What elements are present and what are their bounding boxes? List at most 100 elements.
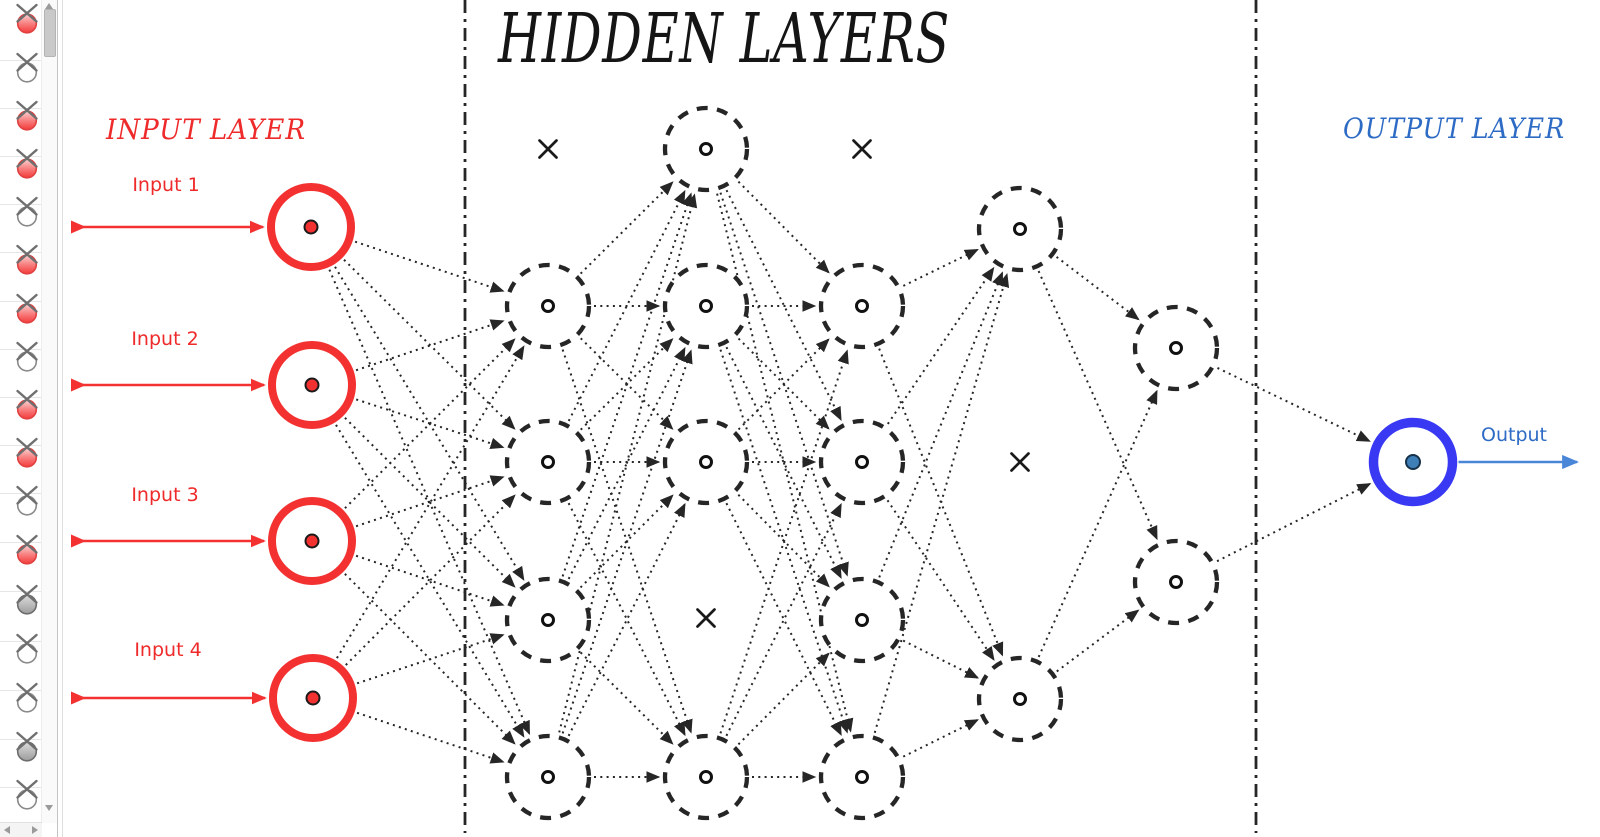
icon-list-separator <box>0 690 42 691</box>
scroll-left-arrow-icon[interactable] <box>4 826 10 834</box>
hidden-node-3-4[interactable] <box>818 733 906 821</box>
input-node-center-dot[interactable] <box>304 533 320 549</box>
hidden-node-3-1[interactable] <box>818 262 906 350</box>
hidden-node-center-dot[interactable] <box>699 142 713 156</box>
hidden-node-2-2[interactable] <box>662 262 750 350</box>
edge-h2-to-h3 <box>719 349 849 734</box>
circle-object-icon-red[interactable] <box>12 147 42 180</box>
circle-object-icon-white[interactable] <box>12 484 42 517</box>
hidden-node-center-dot[interactable] <box>699 455 713 469</box>
input-node-center-dot[interactable] <box>305 690 321 706</box>
hidden-node-4-2[interactable] <box>976 655 1064 743</box>
hidden-node-2-1[interactable] <box>662 105 750 193</box>
circle-object-icon-white[interactable] <box>12 632 42 665</box>
input-node-3[interactable] <box>268 497 356 585</box>
scroll-up-arrow-icon[interactable] <box>45 3 53 9</box>
circle-object-icon-white[interactable] <box>12 195 42 228</box>
hidden-node-center-dot[interactable] <box>855 299 869 313</box>
input-node-4[interactable] <box>269 654 357 742</box>
edge-input-to-h1 <box>356 711 505 764</box>
hidden-node-5-2[interactable] <box>1132 538 1220 626</box>
dropped-node-x-mark <box>852 139 872 159</box>
hidden-node-3-3[interactable] <box>818 576 906 664</box>
hidden-node-center-dot[interactable] <box>855 770 869 784</box>
edge-h2-to-h3 <box>719 192 849 577</box>
edge-h1-to-h2 <box>579 181 674 275</box>
circle-object-icon-gray[interactable] <box>12 730 42 763</box>
input-arrow-2 <box>71 378 266 392</box>
hidden-node-center-dot[interactable] <box>541 455 555 469</box>
sidebar-horizontal-scrollbar[interactable] <box>0 822 42 837</box>
hidden-node-2-4[interactable] <box>662 733 750 821</box>
edge-input-to-h1 <box>354 240 505 293</box>
edge-input-to-h1 <box>355 554 505 607</box>
input-node-center-dot[interactable] <box>304 377 320 393</box>
connection-edges <box>328 180 1372 783</box>
hidden-node-5-1[interactable] <box>1132 304 1220 392</box>
hidden-node-3-2[interactable] <box>818 418 906 506</box>
hidden-node-center-dot[interactable] <box>1169 575 1183 589</box>
hidden-node-center-dot[interactable] <box>1169 341 1183 355</box>
circle-object-icon-white[interactable] <box>12 340 42 373</box>
hidden-node-1-2[interactable] <box>504 418 592 506</box>
hidden-node-center-dot[interactable] <box>699 770 713 784</box>
output-node[interactable] <box>1368 417 1458 507</box>
icon-list-separator <box>0 204 42 205</box>
input-layer-title: INPUT LAYER <box>105 113 306 146</box>
edge-h3-to-h4 <box>902 719 979 758</box>
input-node-1[interactable] <box>267 183 355 271</box>
hidden-node-center-dot[interactable] <box>541 613 555 627</box>
icon-list-separator <box>0 108 42 109</box>
hidden-node-center-dot[interactable] <box>855 455 869 469</box>
circle-object-icon-red[interactable] <box>12 2 42 35</box>
circle-object-icon-red[interactable] <box>12 292 42 325</box>
edge-h5-to-output <box>1216 483 1372 563</box>
hidden-node-2-3[interactable] <box>662 418 750 506</box>
circle-object-icon-red[interactable] <box>12 533 42 566</box>
circle-object-icon-red[interactable] <box>12 388 42 421</box>
sidebar-vertical-scrollbar[interactable] <box>41 0 57 823</box>
hidden-node-1-3[interactable] <box>504 576 592 664</box>
hidden-node-4-1[interactable] <box>976 185 1064 273</box>
circle-object-icon-white[interactable] <box>12 51 42 84</box>
edge-h2-to-h3 <box>719 349 849 734</box>
dropped-node-x-mark <box>696 608 716 628</box>
scroll-right-arrow-icon[interactable] <box>32 826 38 834</box>
input-label-2: Input 2 <box>131 328 198 350</box>
edge-h1-to-h2 <box>567 346 686 580</box>
dropped-node-x-mark <box>1010 452 1030 472</box>
circle-object-icon-white[interactable] <box>12 778 42 811</box>
icon-list-separator <box>0 60 42 61</box>
edge-input-to-h1 <box>355 475 505 528</box>
circle-object-icon-gray[interactable] <box>12 583 42 616</box>
circle-object-icon-red[interactable] <box>12 243 42 276</box>
hidden-node-1-1[interactable] <box>504 262 592 350</box>
edge-h2-to-h3 <box>737 338 830 431</box>
hidden-node-center-dot[interactable] <box>855 613 869 627</box>
hidden-node-1-4[interactable] <box>504 733 592 821</box>
edge-h1-to-h2 <box>579 651 674 745</box>
hidden-node-center-dot[interactable] <box>1013 222 1027 236</box>
hidden-node-center-dot[interactable] <box>1013 692 1027 706</box>
circle-object-icon-white[interactable] <box>12 681 42 714</box>
edge-input-to-h1 <box>343 259 516 430</box>
circle-object-icon-red[interactable] <box>12 436 42 469</box>
edge-h3-to-h4 <box>873 272 1010 734</box>
scroll-down-arrow-icon[interactable] <box>45 805 53 811</box>
hidden-node-center-dot[interactable] <box>699 299 713 313</box>
edge-h1-to-h2 <box>567 502 686 737</box>
input-node-center-dot[interactable] <box>303 219 319 235</box>
output-node-center-dot[interactable] <box>1405 454 1421 470</box>
input-node-2[interactable] <box>268 341 356 429</box>
hidden-node-center-dot[interactable] <box>541 299 555 313</box>
icon-list-separator <box>0 641 42 642</box>
hidden-node-center-dot[interactable] <box>541 770 555 784</box>
vertical-scrollbar-thumb[interactable] <box>44 9 56 57</box>
input-label-4: Input 4 <box>134 639 201 661</box>
input-arrow-1 <box>71 220 265 234</box>
circle-object-icon-red[interactable] <box>12 99 42 132</box>
edge-input-to-h1 <box>335 424 525 738</box>
